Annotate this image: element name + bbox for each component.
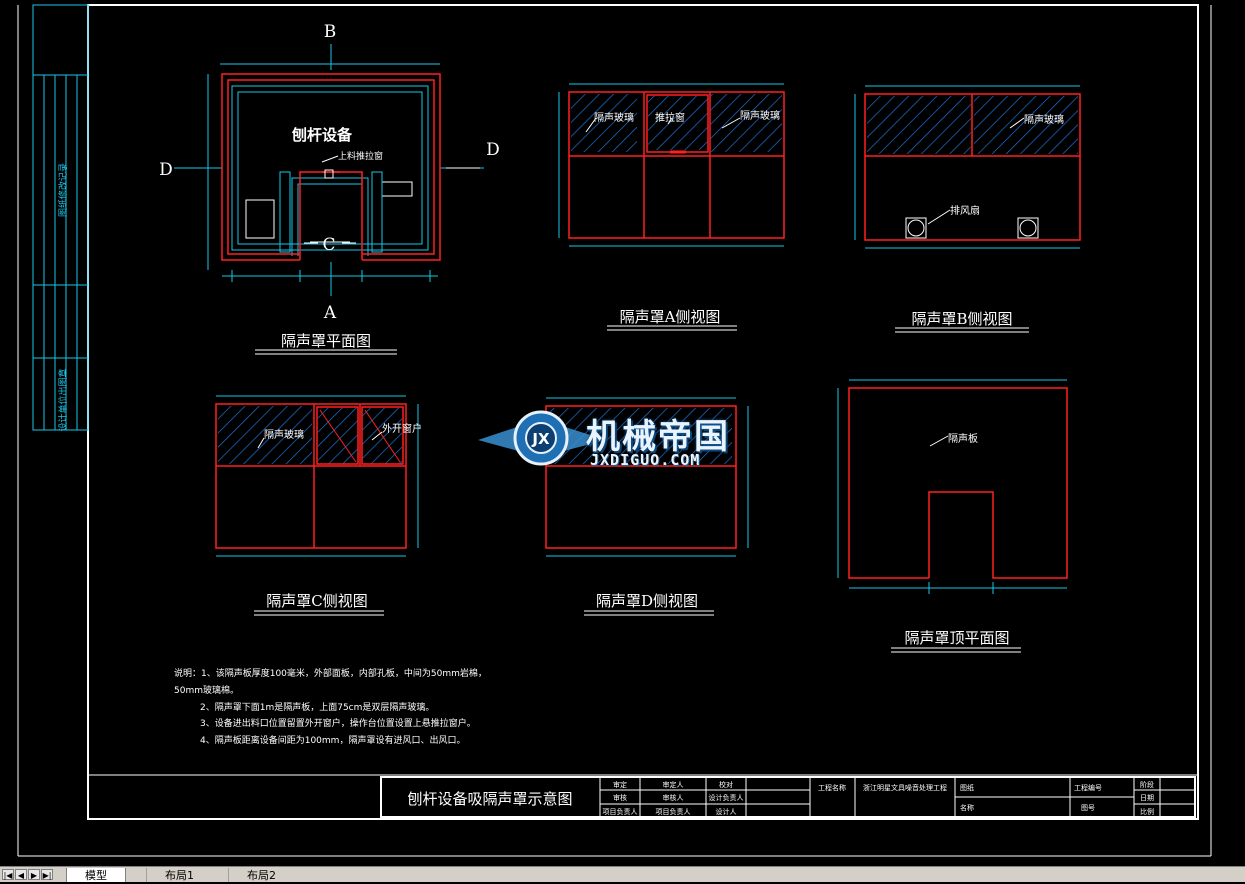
title-block	[88, 774, 1198, 818]
project-name: 浙江明星文具噪音处理工程	[863, 783, 947, 792]
note-line-4: 3、设备进出料口位置留置外开窗户，操作台位置设置上悬推拉窗户。	[200, 717, 476, 729]
cad-drawing: 图纸修改记录 设计单位出图章	[17, 4, 1212, 857]
first-tab-button[interactable]: |◀	[2, 869, 14, 880]
view-c	[215, 395, 419, 557]
role-right-1: 校对	[719, 780, 733, 789]
plan-window-label: 上料推拉窗	[338, 150, 383, 162]
view-a-label-glass-left: 隔声玻璃	[594, 111, 634, 124]
view-c-label-glass: 隔声玻璃	[264, 428, 304, 441]
stage-3: 比例	[1140, 807, 1154, 816]
view-b-title: 隔声罩B侧视图	[911, 310, 1012, 328]
section-mark-d-left: D	[159, 160, 173, 180]
plan-title: 隔声罩平面图	[281, 332, 371, 350]
prev-tab-button[interactable]: ◀	[15, 869, 27, 880]
watermark-emblem-icon: JX	[478, 410, 606, 466]
drawing-title: 刨杆设备吸隔声罩示意图	[407, 790, 572, 808]
role-left-3: 项目负责人	[603, 807, 638, 816]
note-line-3: 2、隔声罩下面1m是隔声板，上面75cm是双层隔声玻璃。	[200, 701, 434, 713]
plan-equipment-label: 刨杆设备	[291, 126, 353, 144]
note-line-5: 4、隔声板距离设备间距为100mm，隔声罩设有进风口、出风口。	[200, 734, 465, 746]
stage-1: 阶段	[1140, 780, 1154, 789]
watermark-en: JXDIGUO.COM	[590, 451, 701, 469]
view-top-label-panel: 隔声板	[948, 432, 978, 445]
view-a	[558, 83, 785, 247]
tab-model[interactable]: 模型	[66, 868, 126, 882]
role-right-3: 设计人	[716, 807, 737, 816]
layout-tab-bar: |◀ ◀ ▶ ▶| 模型 布局1 布局2	[0, 866, 1245, 882]
view-a-label-window: 推拉窗	[655, 111, 685, 124]
project-name-label: 工程名称	[818, 783, 846, 792]
note-line-1: 说明：1、该隔声板厚度100毫米，外部面板，内部孔板，中间为50mm岩棉，	[174, 667, 487, 679]
role-left2-2: 审核人	[663, 793, 684, 802]
section-mark-d-right: D	[486, 140, 500, 160]
last-tab-button[interactable]: ▶|	[41, 869, 53, 880]
role-left-2: 审核	[613, 793, 627, 802]
name-label: 名称	[960, 803, 974, 812]
stage-2: 日期	[1140, 794, 1154, 802]
cad-model-space[interactable]: 图纸修改记录 设计单位出图章	[0, 0, 1245, 866]
role-left2-3: 项目负责人	[656, 807, 691, 816]
project-no-label: 工程编号	[1074, 783, 1102, 792]
section-mark-a: A	[323, 303, 337, 323]
view-top-title: 隔声罩顶平面图	[904, 629, 1009, 647]
tab-layout1[interactable]: 布局1	[146, 868, 212, 882]
role-left2-1: 审定人	[663, 780, 684, 789]
left-strip	[32, 4, 89, 431]
plan-view	[174, 44, 484, 296]
role-right-2: 设计负责人	[709, 793, 744, 802]
view-d-title: 隔声罩D侧视图	[596, 592, 698, 610]
drawing-no-label: 图号	[1081, 804, 1095, 812]
view-c-title: 隔声罩C侧视图	[266, 592, 367, 610]
watermark-cn: 机械帝国	[586, 417, 730, 457]
view-top	[837, 379, 1068, 594]
view-b-label-glass: 隔声玻璃	[1024, 113, 1064, 126]
view-a-label-glass-right: 隔声玻璃	[740, 109, 780, 122]
strip-text-lower: 设计单位出图章	[57, 368, 69, 431]
svg-text:JX: JX	[531, 430, 550, 448]
strip-text-upper: 图纸修改记录	[57, 163, 69, 217]
section-mark-b: B	[324, 22, 337, 42]
view-b	[854, 85, 1081, 249]
section-mark-c: C	[322, 235, 335, 255]
next-tab-button[interactable]: ▶	[28, 869, 40, 880]
watermark: 机械帝国 JXDIGUO.COM	[478, 403, 770, 475]
view-a-title: 隔声罩A侧视图	[620, 308, 721, 326]
view-c-label-window: 外开窗户	[382, 422, 422, 435]
tab-layout2[interactable]: 布局2	[228, 868, 294, 882]
note-line-2: 50mm玻璃棉。	[174, 684, 239, 696]
role-left-1: 审定	[613, 780, 627, 789]
drawing-label: 图纸	[960, 783, 974, 792]
view-b-label-fan: 排风扇	[950, 204, 980, 217]
